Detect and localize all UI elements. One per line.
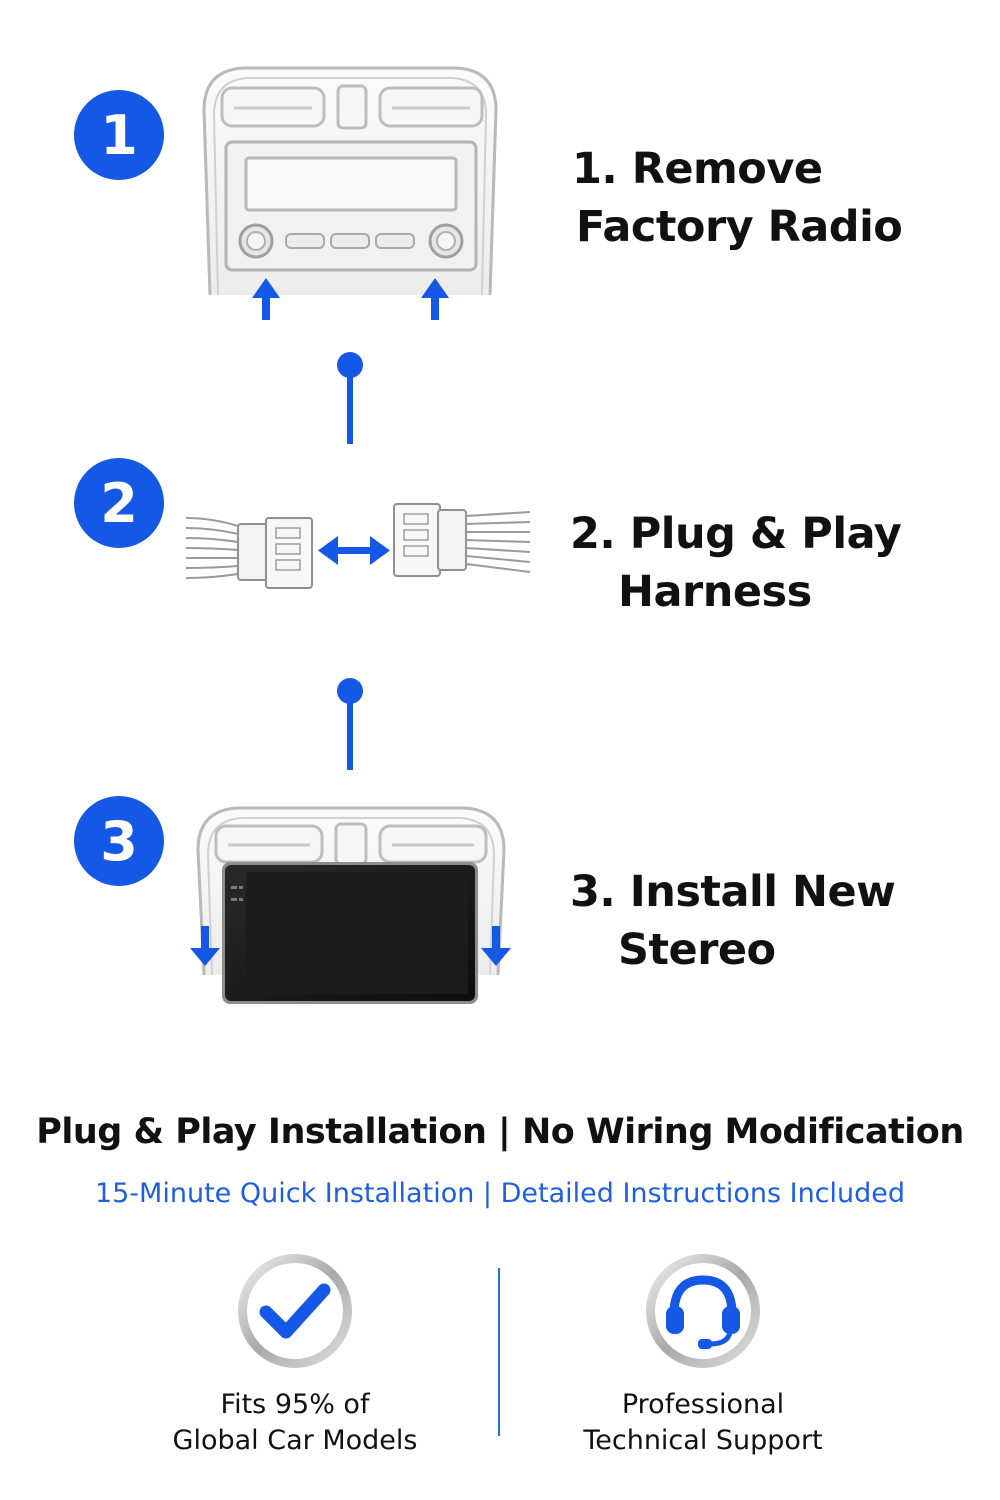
double-arrow-icon [318, 536, 390, 565]
step-3-badge: 3 [74, 796, 164, 886]
wiring-harness-illustration [185, 503, 531, 589]
checkmark-icon [238, 1254, 352, 1368]
step-2-number: 2 [100, 471, 138, 535]
step-3-title-line1: 3. Install New [570, 867, 896, 917]
step-2-title-line1: 2. Plug & Play [570, 509, 902, 559]
step-2-title-line2: Harness [618, 567, 812, 617]
step-2-title: 2. Plug & Play Harness [570, 505, 902, 621]
feature-support-label: Professional Technical Support [523, 1387, 883, 1459]
step-3-title: 3. Install New Stereo [570, 863, 896, 979]
step-2-badge: 2 [74, 458, 164, 548]
step-connector [337, 678, 363, 770]
new-stereo-dashboard-illustration [190, 806, 511, 1004]
step-1-title-line1: 1. Remove [572, 144, 823, 194]
step-1-number: 1 [100, 103, 138, 167]
down-arrow-icon [190, 926, 511, 966]
feature-divider [498, 1268, 500, 1436]
subline: 15-Minute Quick Installation | Detailed … [94, 1178, 906, 1209]
headline: Plug & Play Installation | No Wiring Mod… [36, 1112, 964, 1152]
step-3-number: 3 [100, 809, 138, 873]
feature-support-line1: Professional [621, 1389, 785, 1420]
feature-fits-line1: Fits 95% of [220, 1389, 370, 1420]
factory-radio-dashboard-illustration [202, 66, 498, 320]
step-3-title-line2: Stereo [618, 925, 776, 975]
up-arrow-icon [252, 278, 449, 320]
step-1-title: 1. Remove Factory Radio [572, 140, 903, 256]
feature-support-line2: Technical Support [583, 1425, 823, 1456]
feature-fits-line2: Global Car Models [172, 1425, 418, 1456]
step-connector [337, 352, 363, 444]
step-1-title-line2: Factory Radio [576, 202, 903, 252]
step-1-badge: 1 [74, 90, 164, 180]
feature-fits-label: Fits 95% of Global Car Models [115, 1387, 475, 1459]
headset-icon [646, 1254, 760, 1368]
